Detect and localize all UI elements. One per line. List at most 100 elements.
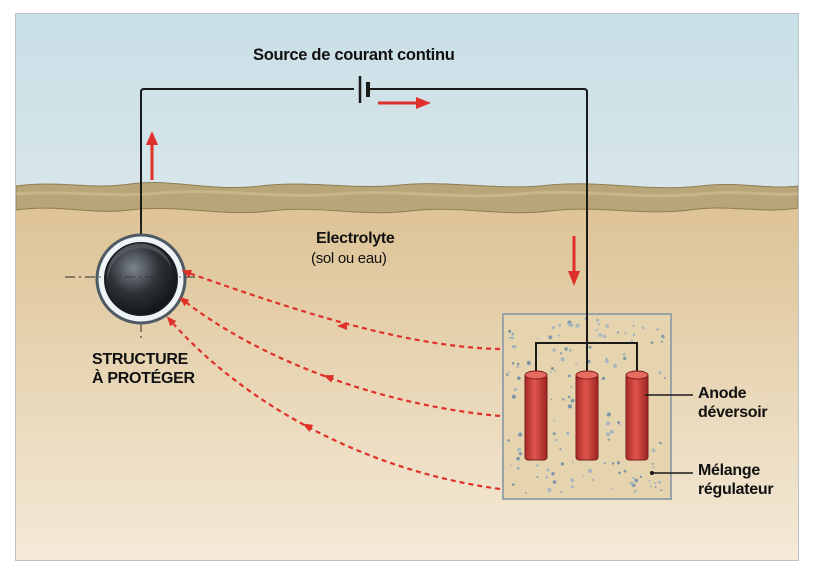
backfill-speckle (547, 488, 552, 492)
backfill-speckle (650, 341, 654, 344)
backfill-speckle (588, 468, 593, 473)
backfill-speckle (511, 333, 513, 336)
backfill-speckle (660, 489, 663, 492)
electrolyte-label: Electrolyte (316, 230, 395, 247)
backfill-speckle (545, 475, 549, 479)
backfill-speckle (663, 377, 666, 379)
backfill-speckle (616, 331, 620, 334)
backfill-speckle (629, 481, 634, 486)
current-arrow-right (378, 97, 431, 109)
backfill-speckle (559, 448, 562, 451)
backfill-speckle (508, 329, 512, 333)
anode-rod (625, 370, 649, 461)
backfill-speckle (603, 462, 606, 465)
backfill-speckle (518, 432, 523, 437)
backfill-speckle (601, 376, 606, 381)
backfill-speckle (511, 394, 516, 399)
backfill-speckle (659, 441, 662, 445)
backfill-speckle (552, 480, 557, 484)
backfill-speckle (648, 479, 651, 482)
backfill-speckle (606, 421, 610, 426)
current-path (166, 316, 501, 491)
backfill-speckle (510, 464, 513, 466)
backfill-speckle (605, 357, 608, 360)
backfill-speckle (632, 333, 636, 337)
backfill-speckle (632, 476, 635, 480)
backfill-speckle (552, 432, 556, 436)
structure-label-line2: À PROTÉGER (92, 370, 195, 387)
backfill-speckle (606, 432, 611, 437)
backfill-speckle (560, 490, 563, 493)
backfill-speckle (565, 431, 570, 435)
backfill-speckle (560, 462, 565, 466)
backfill-speckle (661, 334, 665, 339)
backfill-speckle (654, 486, 657, 488)
backfill-speckle (567, 322, 572, 327)
structure-label-line1: STRUCTURE (92, 351, 188, 368)
backfill-speckles (506, 317, 666, 494)
backfill-speckle (536, 337, 539, 340)
backfill-speckle (564, 347, 568, 351)
backfill-speckle (570, 485, 574, 489)
backfill-speckle (651, 448, 656, 453)
backfill-speckle (605, 324, 609, 328)
backfill-speckle (602, 334, 607, 338)
backfill-speckle (616, 461, 621, 465)
backfill-speckle (548, 335, 553, 340)
ground-surface-highlight (15, 190, 799, 198)
mix-label-line2: régulateur (698, 481, 774, 498)
backfill-speckle (618, 471, 621, 475)
backfill-speckle (570, 478, 575, 483)
current-path (181, 269, 501, 351)
current-arrow-down (568, 236, 580, 286)
backfill-speckle (612, 363, 618, 368)
backfill-speckle (658, 480, 662, 484)
anode-label-line1: Anode (698, 385, 747, 402)
backfill-speckle (535, 464, 539, 467)
backfill-speckle (511, 361, 515, 365)
backfill-speckle (641, 326, 645, 330)
backfill-speckle (526, 360, 531, 366)
backfill-speckle (658, 371, 662, 375)
backfill-speckle (551, 472, 555, 476)
backfill-speckle (553, 419, 556, 422)
anode-rod (575, 370, 599, 461)
backfill-speckle (570, 398, 575, 403)
backfill-speckle (592, 478, 595, 481)
backfill-speckle (568, 348, 572, 352)
backfill-speckle (588, 345, 592, 349)
backfill-speckle (517, 376, 521, 381)
backfill-speckle (537, 351, 540, 354)
backfill-speckle (619, 423, 622, 426)
backfill-speckle (623, 356, 627, 361)
backfill-speckle (560, 352, 563, 355)
backfill-speckle (607, 438, 610, 441)
backfill-speckle (512, 483, 515, 486)
backfill-speckle (508, 371, 511, 374)
backfill-speckle (630, 339, 633, 342)
backfill-speckle (516, 362, 520, 366)
backfill-speckle (652, 466, 655, 469)
backfill-speckle (611, 462, 615, 465)
backfill-speckle (516, 456, 520, 461)
backfill-speckle (554, 370, 557, 372)
backfill-speckle (567, 395, 571, 399)
backfill-speckle (656, 328, 659, 331)
backfill-speckle (509, 336, 512, 339)
backfill-speckle (606, 412, 612, 417)
mix-label-line1: Mélange (698, 462, 760, 479)
backfill-speckle (558, 334, 561, 337)
backfill-speckle (617, 421, 621, 424)
current-path (179, 296, 501, 418)
backfill-speckle (525, 492, 527, 494)
backfill-speckle (536, 476, 539, 479)
pipe-interior-shade (107, 243, 172, 282)
backfill-speckle (624, 332, 627, 335)
backfill-speckle (660, 340, 664, 343)
backfill-speckle (575, 323, 580, 328)
backfill-speckle (595, 329, 598, 332)
backfill-speckle (560, 357, 565, 362)
backfill-speckle (567, 404, 573, 409)
current-arrow-up (146, 131, 158, 180)
